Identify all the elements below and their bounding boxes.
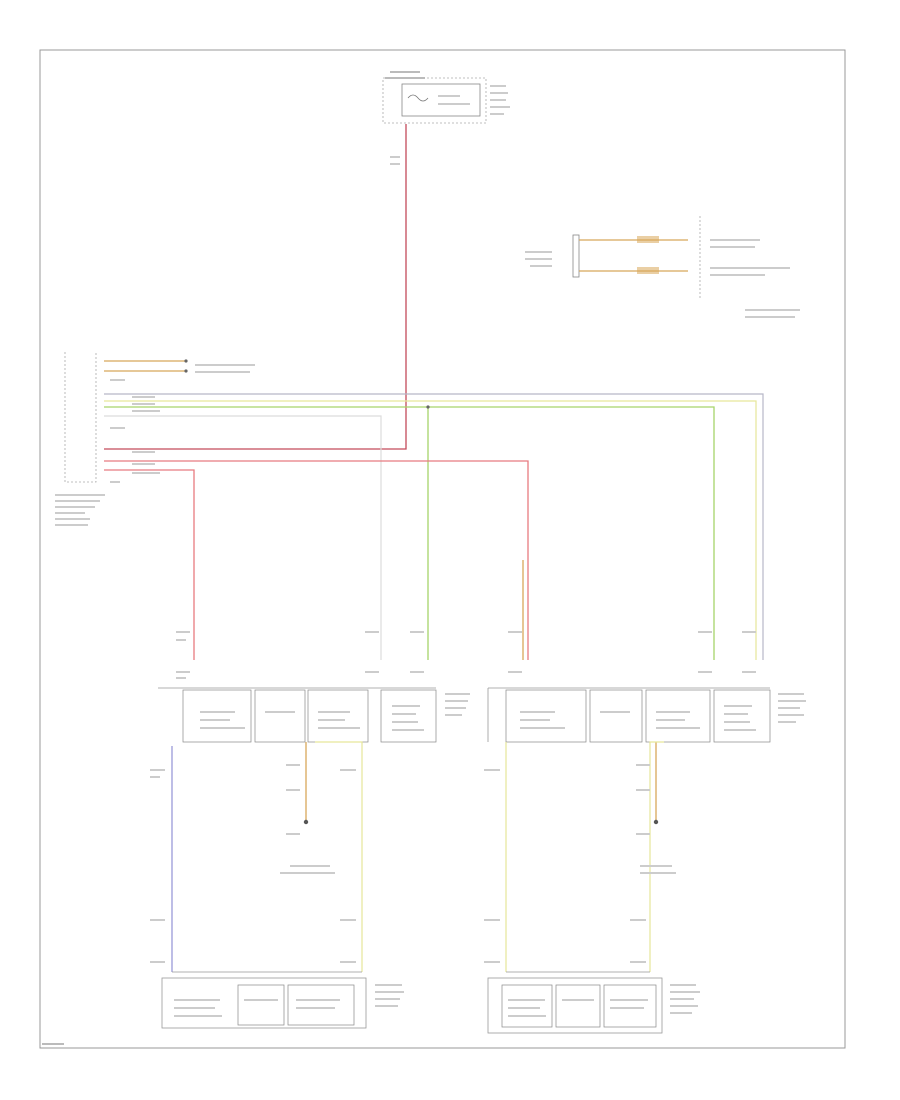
upper-right-connector — [525, 216, 800, 318]
wire-red-right — [104, 460, 529, 660]
lower-left-wiring — [150, 741, 363, 973]
diagram-frame — [39, 49, 846, 1049]
fuse-block — [382, 71, 510, 124]
feed-wire-red — [104, 124, 407, 450]
main-control-module — [55, 352, 105, 526]
module-stub-wires — [104, 359, 255, 373]
right-lower-component — [487, 977, 700, 1034]
connector-markers — [176, 631, 756, 679]
wire-green-right — [104, 406, 715, 660]
wire-red-left — [104, 469, 195, 660]
wire-yellow-right — [104, 400, 757, 660]
wire-gray-long — [104, 393, 764, 660]
left-seat-module — [158, 687, 470, 743]
wire-white — [104, 415, 382, 660]
left-lower-component — [161, 977, 404, 1029]
lower-right-wiring — [484, 741, 676, 973]
module-pin-labels — [110, 379, 160, 483]
right-seat-module — [487, 687, 806, 743]
